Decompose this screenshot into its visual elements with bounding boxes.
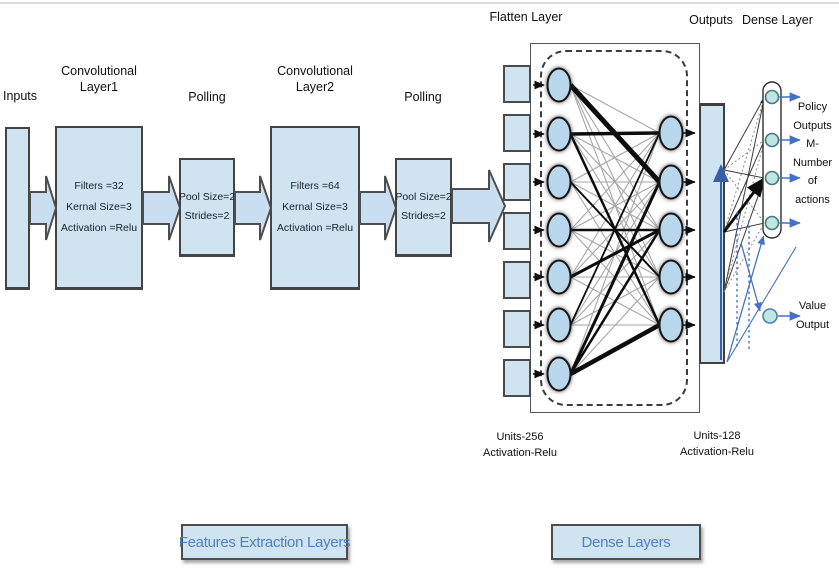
conv2-label: Convolutional Layer2 bbox=[259, 63, 371, 95]
polling2-poolsize: Pool Size=2 bbox=[395, 191, 452, 203]
hidden-layers-dashed-outline bbox=[540, 50, 688, 406]
outputs-rect bbox=[699, 103, 725, 364]
policy-caption-line: Number bbox=[792, 156, 833, 169]
outputs-to-dense-line bbox=[723, 139, 765, 233]
policy-caption-line: Outputs bbox=[793, 119, 832, 132]
outputs-to-dense-line bbox=[723, 177, 766, 293]
value-output-caption: Value Output bbox=[786, 297, 839, 334]
policy-caption-line: Policy bbox=[797, 101, 828, 113]
outputs-to-dense-line-strong bbox=[722, 176, 766, 233]
polling2-strides: Strides=2 bbox=[401, 210, 446, 222]
polling1-box: Pool Size=2 Strides=2 bbox=[179, 158, 235, 257]
conv1-filters: Filters =32 bbox=[74, 180, 124, 192]
polling2-label: Polling bbox=[404, 90, 442, 104]
polling2-box: Pool Size=2 Strides=2 bbox=[395, 158, 452, 257]
outputs-to-dense-line bbox=[723, 139, 765, 293]
hidden2-activation: Activation-Relu bbox=[680, 446, 754, 458]
value-neuron bbox=[762, 308, 778, 324]
policy-caption-line: actions bbox=[795, 193, 830, 206]
conv1-kernel: Kernal Size=3 bbox=[66, 201, 132, 213]
outputs-to-dense-line bbox=[723, 222, 765, 293]
dense-layers-legend: Dense Layers bbox=[551, 524, 701, 560]
hidden2-units: Units-128 bbox=[693, 430, 741, 442]
dense-layers-legend-label: Dense Layers bbox=[581, 533, 671, 551]
conv2-label-line1: Convolutional bbox=[277, 64, 353, 78]
conv1-label: Convolutional Layer1 bbox=[43, 63, 155, 95]
flatten-layer-label: Flatten Layer bbox=[489, 10, 563, 24]
policy-neuron bbox=[764, 215, 780, 231]
policy-output-caption: Policy Outputs M- Number of actions bbox=[786, 98, 839, 209]
hidden1-caption: Units-256 Activation-Relu bbox=[455, 429, 585, 461]
polling1-strides: Strides=2 bbox=[184, 210, 230, 222]
inputs-label: Inputs bbox=[2, 89, 38, 103]
flatten-unit bbox=[503, 261, 531, 299]
policy-neuron bbox=[764, 170, 780, 186]
flatten-unit bbox=[503, 114, 531, 152]
conv2-kernel: Kernal Size=3 bbox=[282, 201, 348, 213]
conv1-activation: Activation =Relu bbox=[60, 222, 138, 234]
value-branch-line bbox=[726, 235, 765, 363]
polling1-poolsize: Pool Size=2 bbox=[178, 191, 236, 203]
features-extraction-legend-label: Features Extraction Layers bbox=[178, 533, 351, 551]
policy-neuron bbox=[764, 89, 780, 105]
value-caption-line: Value bbox=[798, 300, 827, 312]
outputs-label: Outputs bbox=[689, 13, 733, 27]
conv2-label-line2: Layer2 bbox=[295, 80, 335, 94]
hidden1-units: Units-256 bbox=[496, 431, 544, 443]
block-arrow-right bbox=[29, 175, 58, 241]
polling1-label: Polling bbox=[188, 90, 226, 104]
dense-layer-capsule bbox=[762, 81, 782, 239]
flatten-unit bbox=[503, 212, 531, 250]
flatten-unit bbox=[503, 163, 531, 201]
value-caption-line: Output bbox=[795, 318, 830, 331]
outputs-to-dense-line bbox=[723, 96, 765, 171]
conv2-filters: Filters =64 bbox=[290, 180, 340, 192]
outputs-to-dense-line bbox=[723, 222, 765, 233]
block-arrow-right bbox=[359, 175, 398, 241]
conv1-box: Filters =32 Kernal Size=3 Activation =Re… bbox=[55, 126, 143, 290]
outputs-to-dense-line bbox=[723, 169, 765, 224]
conv2-box: Filters =64 Kernal Size=3 Activation =Re… bbox=[270, 126, 360, 290]
inputs-box bbox=[5, 127, 30, 290]
policy-caption-line: of bbox=[807, 175, 818, 187]
policy-neuron bbox=[764, 132, 780, 148]
outputs-to-dense-line bbox=[723, 96, 767, 293]
outputs-to-dense-line bbox=[723, 177, 765, 233]
outputs-to-dense-line bbox=[723, 96, 765, 233]
top-divider bbox=[0, 2, 839, 4]
block-arrow-right bbox=[142, 175, 182, 241]
conv1-label-line1: Convolutional bbox=[61, 64, 137, 78]
outputs-to-dense-line bbox=[723, 139, 765, 171]
flatten-unit bbox=[503, 359, 531, 397]
value-branch-line bbox=[740, 242, 762, 312]
outputs-to-dense-line bbox=[723, 169, 765, 179]
policy-caption-line: M- bbox=[806, 138, 819, 150]
flatten-unit bbox=[503, 310, 531, 348]
block-arrow-right bbox=[234, 175, 273, 241]
conv2-activation: Activation =Relu bbox=[276, 222, 354, 234]
dense-layer-label: Dense Layer bbox=[742, 13, 813, 27]
block-arrow-right bbox=[451, 169, 507, 243]
hidden2-caption: Units-128 Activation-Relu bbox=[652, 428, 782, 460]
features-extraction-legend: Features Extraction Layers bbox=[178, 524, 351, 560]
flatten-unit bbox=[503, 65, 531, 103]
hidden1-activation: Activation-Relu bbox=[483, 447, 557, 459]
conv1-label-line2: Layer1 bbox=[79, 80, 119, 94]
